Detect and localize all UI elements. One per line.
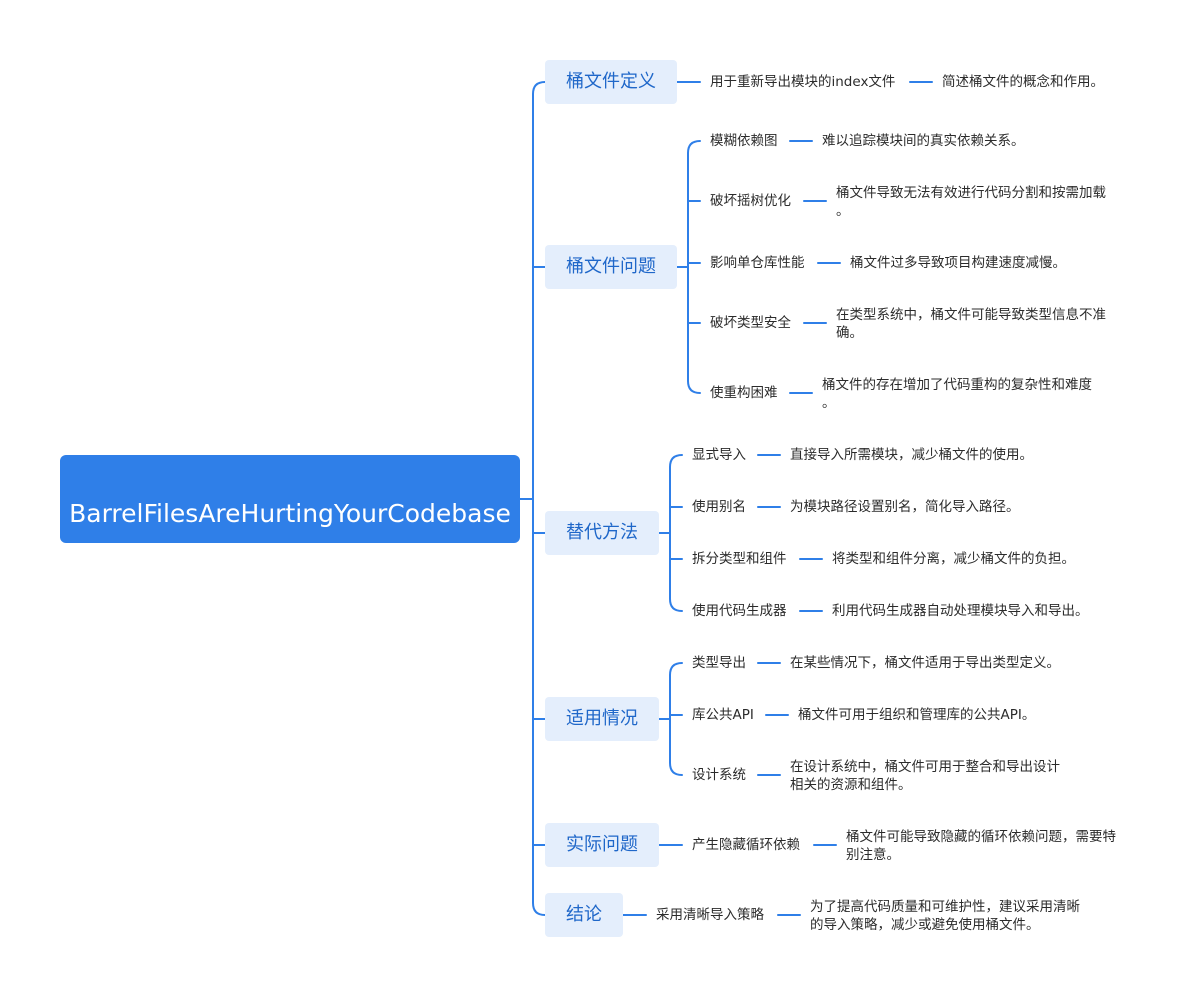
leaf-label[interactable]: 破坏摇树优化 xyxy=(710,193,791,209)
leaf-description: 将类型和组件分离，减少桶文件的负担。 xyxy=(832,551,1075,567)
branch-barrel-definition[interactable]: 桶文件定义 xyxy=(545,60,677,104)
leaf-description: 为模块路径设置别名，简化导入路径。 xyxy=(790,499,1020,515)
leaf-label[interactable]: 使重构困难 xyxy=(710,385,778,401)
leaf-description: 桶文件过多导致项目构建速度减慢。 xyxy=(850,255,1066,271)
leaf-description: 桶文件可用于组织和管理库的公共API。 xyxy=(798,707,1036,723)
leaf-description: 难以追踪模块间的真实依赖关系。 xyxy=(822,133,1025,149)
leaf-label[interactable]: 拆分类型和组件 xyxy=(692,551,787,567)
leaf-label[interactable]: 采用清晰导入策略 xyxy=(656,907,764,923)
branch-barrel-problems[interactable]: 桶文件问题 xyxy=(545,245,677,289)
leaf-description: 在类型系统中，桶文件可能导致类型信息不准 确。 xyxy=(836,307,1106,341)
branch-alternatives[interactable]: 替代方法 xyxy=(545,511,659,555)
leaf-description: 在某些情况下，桶文件适用于导出类型定义。 xyxy=(790,655,1060,671)
leaf-label[interactable]: 用于重新导出模块的index文件 xyxy=(710,74,896,90)
leaf-description: 桶文件可能导致隐藏的循环依赖问题，需要特 别注意。 xyxy=(846,829,1116,863)
branch-practical-issues[interactable]: 实际问题 xyxy=(545,823,659,867)
leaf-label[interactable]: 模糊依赖图 xyxy=(710,133,778,149)
leaf-label[interactable]: 类型导出 xyxy=(692,655,746,671)
root-topic[interactable]: BarrelFilesAreHurtingYourCodebase xyxy=(60,455,520,543)
leaf-description: 桶文件的存在增加了代码重构的复杂性和难度 。 xyxy=(822,377,1092,411)
leaf-description: 桶文件导致无法有效进行代码分割和按需加载 。 xyxy=(836,185,1106,219)
branch-use-cases[interactable]: 适用情况 xyxy=(545,697,659,741)
branch-conclusion[interactable]: 结论 xyxy=(545,893,623,937)
leaf-label[interactable]: 设计系统 xyxy=(692,767,746,783)
leaf-label[interactable]: 影响单仓库性能 xyxy=(710,255,805,271)
leaf-description: 为了提高代码质量和可维护性，建议采用清晰 的导入策略，减少或避免使用桶文件。 xyxy=(810,899,1080,933)
leaf-description: 在设计系统中，桶文件可用于整合和导出设计 相关的资源和组件。 xyxy=(790,759,1060,793)
leaf-label[interactable]: 破坏类型安全 xyxy=(710,315,791,331)
leaf-label[interactable]: 使用别名 xyxy=(692,499,746,515)
leaf-description: 简述桶文件的概念和作用。 xyxy=(942,74,1104,90)
leaf-description: 利用代码生成器自动处理模块导入和导出。 xyxy=(832,603,1089,619)
leaf-label[interactable]: 产生隐藏循环依赖 xyxy=(692,837,800,853)
leaf-label[interactable]: 使用代码生成器 xyxy=(692,603,787,619)
leaf-description: 直接导入所需模块，减少桶文件的使用。 xyxy=(790,447,1033,463)
leaf-label[interactable]: 显式导入 xyxy=(692,447,746,463)
leaf-label[interactable]: 库公共API xyxy=(692,707,754,723)
